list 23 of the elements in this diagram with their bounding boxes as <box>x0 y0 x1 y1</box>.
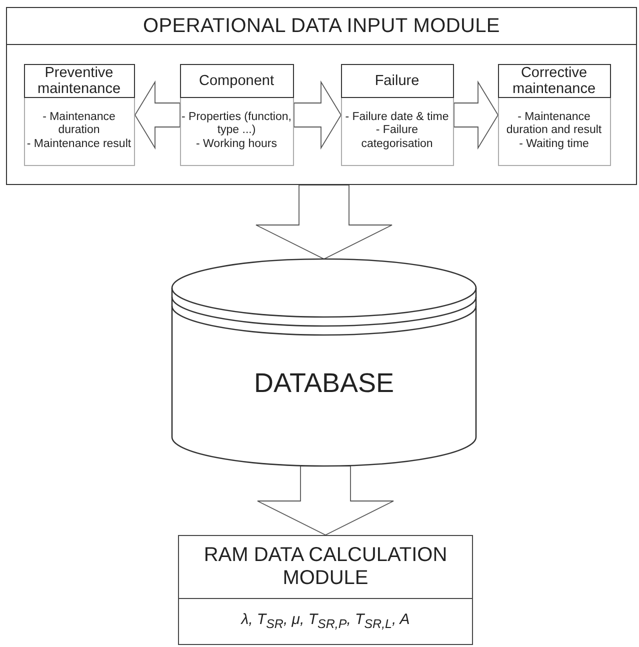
card-title: Preventive maintenance <box>36 64 122 96</box>
list-item: - Maintenance result <box>26 138 132 152</box>
card-title: Corrective maintenance <box>511 64 597 96</box>
module-panel <box>6 7 637 185</box>
block-arrow <box>134 80 180 150</box>
database-label: DATABASE <box>252 368 396 399</box>
module-box <box>178 535 473 645</box>
list-item: - Maintenance duration and result <box>505 110 603 138</box>
list-item: - Failure date & time <box>345 110 449 124</box>
card-title: Component <box>199 72 274 88</box>
list-item: - Working hours <box>196 138 277 152</box>
module-title: RAM DATA CALCULATION MODULE <box>202 544 448 590</box>
list-item: - Properties (function, type ...) <box>182 110 292 138</box>
card-title: Failure <box>374 72 420 88</box>
list-item: - Maintenance duration <box>42 110 116 138</box>
formula: λ, T$_{SR}$, μ, T$_{SR,P}$, T$_{SR,L}$, A <box>241 611 410 631</box>
block-arrow <box>256 184 392 260</box>
list-item: - Failure categorisation <box>360 124 434 152</box>
block-arrow <box>294 80 342 150</box>
block-arrow <box>257 466 394 536</box>
module-title: OPERATIONAL DATA INPUT MODULE <box>143 14 500 38</box>
list-item: - Waiting time <box>519 138 589 152</box>
block-arrow <box>454 80 499 150</box>
